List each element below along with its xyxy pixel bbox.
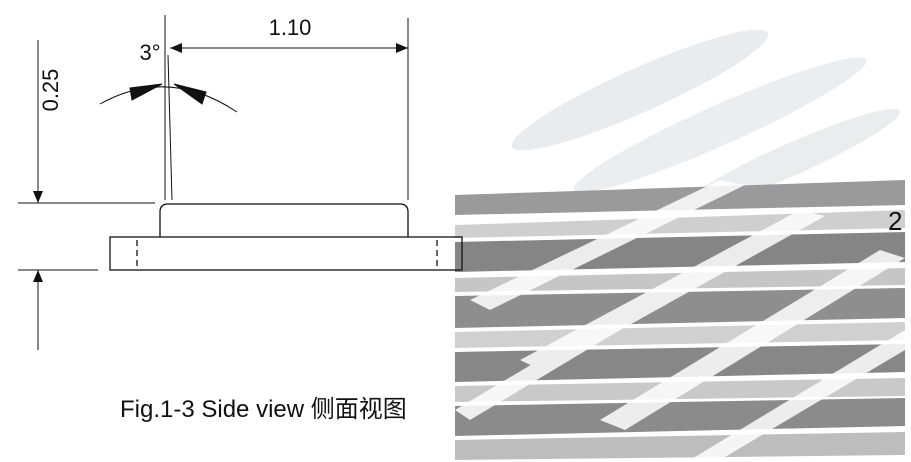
angle-arrow-right: [173, 83, 207, 105]
angle-arrow-left: [129, 83, 163, 101]
width-dim-label: 1.10: [269, 15, 312, 40]
smear-band: [455, 232, 905, 272]
smear-band: [455, 180, 905, 215]
top-body-profile: [159, 203, 409, 237]
haze-streak: [511, 29, 769, 151]
angle-dim-label: 3°: [139, 40, 160, 65]
diagonal-white-streaks: [455, 180, 905, 460]
base-plate: [109, 236, 463, 271]
scan-artifact-area: [455, 29, 905, 460]
figure-caption: Fig.1-3 Side view 侧面视图: [120, 396, 407, 423]
smear-bands: [455, 180, 905, 460]
angle-dimension: [99, 83, 238, 113]
smear-band: [455, 432, 905, 460]
extension-lines: [18, 15, 409, 271]
haze-streak: [573, 57, 867, 193]
angle-arc: [99, 86, 238, 113]
height-dim-label: 0.25: [38, 69, 63, 112]
extension-line-left-tilted: [167, 54, 173, 201]
smear-band: [455, 398, 905, 436]
component-outline: [109, 203, 463, 271]
page-number: 2: [888, 206, 902, 236]
